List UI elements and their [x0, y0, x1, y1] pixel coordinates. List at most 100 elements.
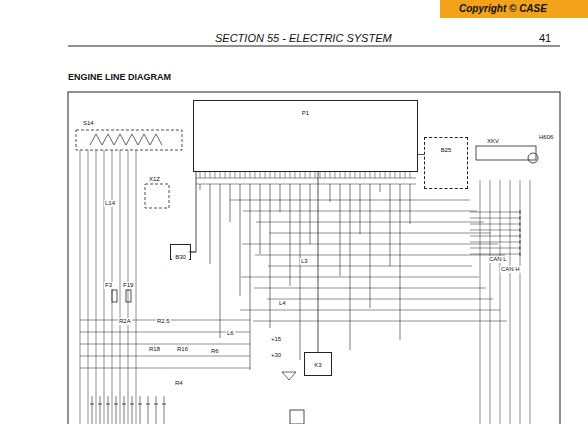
- wire: [108, 396, 109, 424]
- wire: [350, 184, 351, 350]
- wire: [310, 184, 311, 244]
- wire: [96, 150, 97, 424]
- wire-label: L4: [278, 300, 287, 307]
- wire: [305, 172, 306, 178]
- wire: [330, 172, 331, 178]
- wire: [470, 230, 520, 231]
- diagram-title: ENGINE LINE DIAGRAM: [68, 72, 171, 82]
- wire: [360, 172, 361, 178]
- component-label: B30: [172, 252, 189, 263]
- wire: [116, 396, 117, 424]
- wire: [470, 236, 520, 237]
- wire-connector: [318, 172, 319, 352]
- wire: [310, 172, 311, 178]
- wire: [295, 172, 296, 178]
- component-label: K3: [311, 360, 324, 371]
- wire: [205, 172, 206, 178]
- wire: [148, 396, 149, 424]
- wire: [280, 172, 281, 178]
- wire: [267, 299, 493, 300]
- wire: [400, 184, 401, 340]
- wire-label: R2.5: [156, 318, 171, 325]
- wire: [335, 172, 336, 178]
- ground-symbol: [282, 372, 296, 380]
- wire: [280, 184, 281, 212]
- wire: [268, 266, 472, 267]
- wire: [320, 172, 321, 178]
- wire: [243, 211, 477, 212]
- wire: [196, 184, 416, 185]
- wire: [470, 248, 520, 249]
- wire: [146, 404, 150, 405]
- wire: [470, 224, 520, 225]
- wire: [330, 184, 331, 202]
- wire: [260, 184, 261, 254]
- wire-label: S14: [82, 120, 95, 127]
- wire: [210, 172, 211, 178]
- wire-label: CAN L: [488, 256, 508, 263]
- wire: [345, 172, 346, 178]
- copyright-note: Copyright © CASE: [458, 3, 548, 15]
- wire-label: R18: [148, 346, 161, 353]
- wire: [241, 277, 479, 278]
- wire: [360, 184, 361, 234]
- wire-connector: [191, 172, 196, 252]
- page-header: 41: [538, 32, 552, 45]
- wire-label: R16: [176, 346, 189, 353]
- wire: [245, 172, 246, 178]
- wire: [340, 172, 341, 178]
- connector-xkv: [476, 146, 536, 160]
- wire: [100, 396, 101, 424]
- wire: [355, 172, 356, 178]
- wire: [255, 172, 256, 178]
- connector-x1z: [145, 184, 169, 208]
- wire: [269, 233, 491, 234]
- wire: [90, 404, 94, 405]
- component-box: K3: [304, 352, 332, 376]
- wire: [92, 396, 93, 424]
- wire: [255, 255, 505, 256]
- wire: [130, 404, 134, 405]
- wire: [240, 172, 241, 178]
- wire: [370, 172, 371, 178]
- wire: [300, 184, 301, 360]
- wire: [254, 288, 486, 289]
- wire-label: H606: [538, 134, 554, 141]
- wire-label: +30: [270, 352, 282, 359]
- wire: [136, 150, 137, 424]
- switch-contacts: [90, 134, 162, 145]
- wire: [470, 254, 520, 255]
- wire: [122, 404, 126, 405]
- wire: [260, 172, 261, 178]
- wire: [325, 172, 326, 178]
- wire: [220, 172, 221, 178]
- wire: [156, 396, 157, 424]
- fuse-symbol: [126, 290, 131, 302]
- wire: [490, 180, 491, 424]
- wire: [114, 404, 118, 405]
- wire: [162, 404, 166, 405]
- wire: [405, 172, 406, 178]
- wire: [380, 172, 381, 178]
- wire: [80, 356, 250, 357]
- wire: [480, 180, 481, 424]
- wire-label: R2A: [118, 318, 132, 325]
- wire: [375, 172, 376, 178]
- wire: [230, 184, 231, 222]
- wire: [256, 222, 484, 223]
- wire: [80, 150, 81, 424]
- component-box: P1: [193, 100, 418, 172]
- diagram-frame: [68, 92, 560, 424]
- wire: [235, 172, 236, 178]
- wire: [120, 150, 121, 424]
- copyright-banner: [440, 0, 588, 18]
- component-box: B30: [170, 244, 191, 260]
- wire: [350, 172, 351, 178]
- wire: [106, 404, 110, 405]
- wire: [470, 242, 520, 243]
- wire: [215, 172, 216, 178]
- wire-label: R4: [174, 380, 184, 387]
- wire: [530, 180, 531, 424]
- wire-label: F19: [122, 282, 134, 289]
